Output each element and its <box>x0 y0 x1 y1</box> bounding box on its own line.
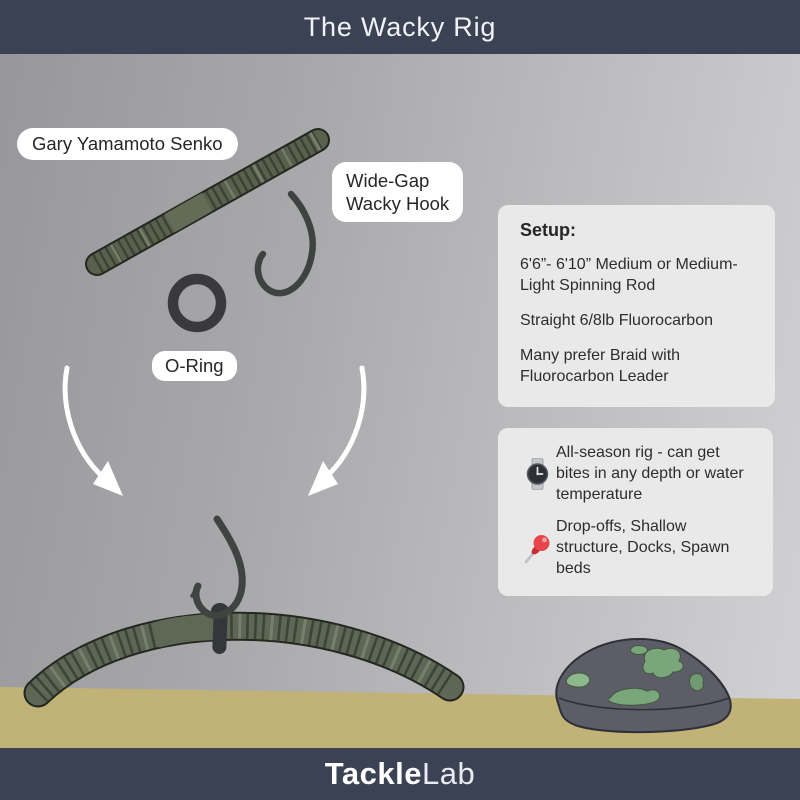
senko-worm-illustration <box>85 128 330 276</box>
header-bar: The Wacky Rig <box>0 0 800 54</box>
o-ring-illustration <box>167 273 227 333</box>
setup-box: Setup: 6'6”- 6'10” Medium or Medium-Ligh… <box>498 205 775 407</box>
brand-logo: TackleLab <box>325 756 475 792</box>
arrow-left-icon <box>62 365 123 496</box>
rig-hook <box>190 515 246 619</box>
label-senko: Gary Yamamoto Senko <box>17 128 238 161</box>
watch-icon <box>518 458 556 491</box>
page-title: The Wacky Rig <box>303 11 497 42</box>
rock-illustration <box>555 638 732 734</box>
pushpin-icon <box>518 532 556 566</box>
wacky-hook-illustration <box>254 190 316 297</box>
setup-item-line: Straight 6/8lb Fluorocarbon <box>520 312 713 330</box>
label-wacky-hook: Wide-Gap Wacky Hook <box>332 162 464 223</box>
setup-title: Setup: <box>520 220 576 240</box>
rigged-worm-illustration <box>23 515 465 708</box>
brand-light: Lab <box>421 756 476 791</box>
arrow-right-icon <box>308 365 367 496</box>
tip-row-locations: Drop-offs, Shallow structure, Docks, Spa… <box>518 517 757 579</box>
setup-item-rod: 6'6”- 6'10” Medium or Medium-Light Spinn… <box>520 256 738 295</box>
tip-text-season: All-season rig - can get bites in any de… <box>556 444 744 503</box>
tips-box: All-season rig - can get bites in any de… <box>498 428 773 596</box>
setup-item-braid: Many prefer Braid with Fluorocarbon Lead… <box>520 347 681 386</box>
brand-strong: Tackle <box>324 756 422 791</box>
footer-bar: TackleLab <box>0 748 800 800</box>
label-o-ring: O-Ring <box>152 351 237 382</box>
tip-row-season: All-season rig - can get bites in any de… <box>518 443 757 505</box>
tip-text-locations: Drop-offs, Shallow structure, Docks, Spa… <box>556 518 730 577</box>
